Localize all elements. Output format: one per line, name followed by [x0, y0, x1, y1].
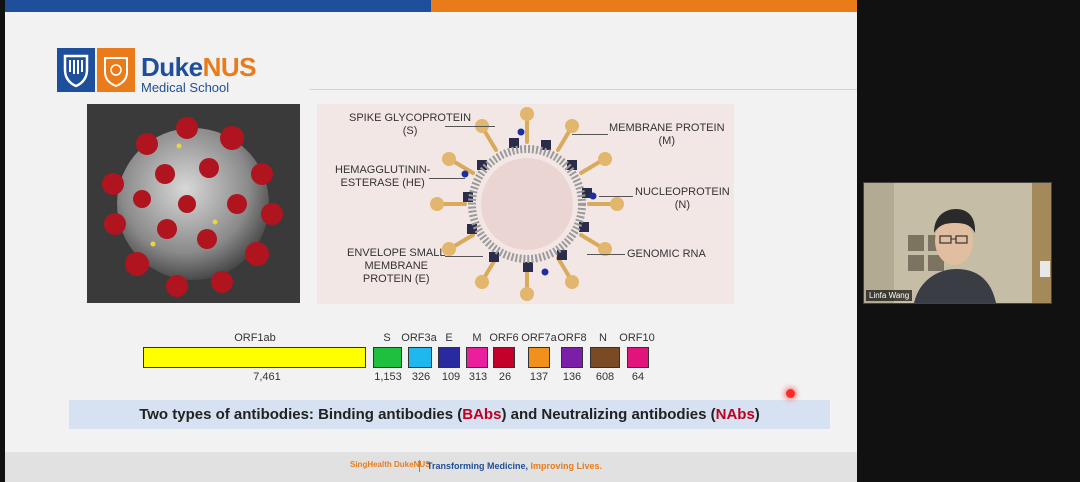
gene-length: 608: [595, 371, 615, 383]
gene-label: ORF8: [557, 332, 587, 344]
gene-box-s: [373, 347, 402, 368]
gene-label: ORF10: [619, 332, 655, 344]
participant-name-tag: Linfa Wang: [866, 290, 913, 301]
label-genomic-rna: GENOMIC RNA: [627, 248, 706, 260]
gene-length: 7,461: [253, 371, 281, 383]
gene-box-m: [466, 347, 488, 368]
label-envelope-protein: ENVELOPE SMALL MEMBRANE PROTEIN (E): [347, 247, 446, 285]
leader-line: [445, 256, 483, 257]
gene-length: 109: [441, 371, 461, 383]
gene-box-e: [438, 347, 460, 368]
gene-length: 136: [562, 371, 582, 383]
gene-box-orf6: [493, 347, 515, 368]
gene-length: 26: [498, 371, 512, 383]
gene-box-orf3a: [408, 347, 432, 368]
banner-text: Two types of antibodies: Binding antibod…: [139, 406, 760, 423]
footer-logos: SingHealth DukeNUS: [350, 460, 431, 469]
leader-line: [429, 178, 465, 179]
label-spike-glycoprotein: SPIKE GLYCOPROTEIN (S): [349, 112, 472, 137]
gene-label: M: [472, 332, 482, 344]
leader-line: [445, 126, 495, 127]
logo-wordmark: DukeNUS: [141, 52, 256, 82]
leader-line: [599, 196, 633, 197]
logo-subtitle: Medical School: [141, 80, 230, 95]
gene-box-orf1ab: [143, 347, 366, 368]
gene-label: S: [383, 332, 391, 344]
gene-label: ORF1ab: [234, 332, 276, 344]
gene-box-n: [590, 347, 620, 368]
header-divider: [310, 89, 857, 90]
participant-video-tile[interactable]: Linfa Wang: [863, 182, 1052, 304]
presentation-slide: DukeNUS Medical School: [5, 0, 857, 482]
label-hemagglutinin-esterase: HEMAGGLUTININ- ESTERASE (HE): [335, 164, 431, 189]
gene-box-orf10: [627, 347, 649, 368]
slide-top-bar-orange: [431, 0, 857, 12]
gene-length: 326: [411, 371, 431, 383]
nus-crest-logo: [97, 48, 135, 92]
footer-separator: [419, 460, 420, 472]
laser-pointer: [786, 389, 795, 398]
leader-line: [572, 134, 608, 135]
gene-label: ORF6: [489, 332, 519, 344]
slide-footer: [5, 452, 857, 482]
antibody-types-banner: Two types of antibodies: Binding antibod…: [69, 400, 830, 429]
gene-length: 64: [631, 371, 645, 383]
label-membrane-protein: MEMBRANE PROTEIN (M): [609, 122, 725, 147]
gene-length: 137: [529, 371, 549, 383]
slide-top-bar-blue: [5, 0, 431, 12]
gene-label: ORF7a: [521, 332, 557, 344]
gene-label: E: [445, 332, 453, 344]
leader-line: [587, 254, 625, 255]
footer-tagline: Transforming Medicine, Improving Lives.: [427, 461, 603, 471]
label-nucleoprotein: NUCLEOPROTEIN (N): [635, 186, 730, 211]
gene-box-orf8: [561, 347, 583, 368]
virus-structure-diagram: SPIKE GLYCOPROTEIN (S) MEMBRANE PROTEIN …: [317, 104, 734, 304]
gene-label: ORF3a: [401, 332, 437, 344]
gene-box-orf7a: [528, 347, 550, 368]
coronavirus-image: [87, 104, 300, 303]
gene-label: N: [599, 332, 607, 344]
duke-shield-logo: [57, 48, 95, 92]
gene-length: 1,153: [374, 371, 402, 383]
gene-length: 313: [468, 371, 488, 383]
